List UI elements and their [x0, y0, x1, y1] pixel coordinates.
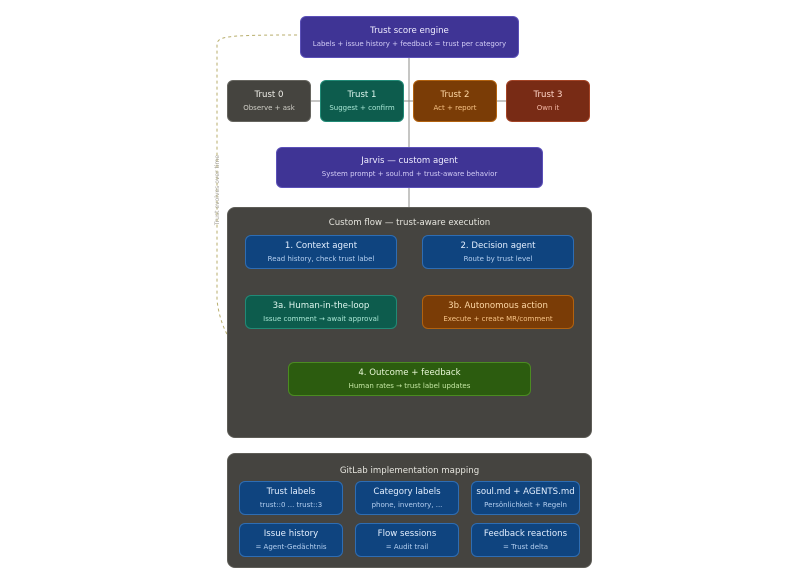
node-subtitle: Labels + issue history + feedback = trus… [312, 39, 507, 48]
mapping-flow-sessions: Flow sessions = Audit trail [355, 523, 459, 557]
context-agent-node: 1. Context agent Read history, check tru… [245, 235, 397, 269]
node-title: Trust 1 [347, 89, 377, 100]
node-title: Category labels [373, 486, 441, 497]
autonomous-action-node: 3b. Autonomous action Execute + create M… [422, 295, 574, 329]
human-in-the-loop-node: 3a. Human-in-the-loop Issue comment → aw… [245, 295, 397, 329]
node-subtitle: Execute + create MR/comment [443, 314, 553, 323]
node-subtitle: = Agent-Gedächtnis [255, 542, 327, 551]
node-subtitle: Observe + ask [243, 103, 295, 112]
node-title: Trust score engine [370, 25, 449, 36]
node-subtitle: Human rates → trust label updates [348, 381, 471, 390]
node-subtitle: Route by trust level [463, 254, 533, 263]
node-title: Issue history [263, 528, 319, 539]
node-subtitle: Own it [536, 103, 560, 112]
outcome-feedback-node: 4. Outcome + feedback Human rates → trus… [288, 362, 531, 396]
node-title: Trust labels [266, 486, 316, 497]
node-title: soul.md + AGENTS.md [476, 486, 575, 497]
trust-2-node: Trust 2 Act + report [413, 80, 497, 122]
node-subtitle: phone, inventory, ... [371, 500, 443, 509]
jarvis-agent-node: Jarvis — custom agent System prompt + so… [276, 147, 543, 188]
node-subtitle: Issue comment → await approval [263, 314, 379, 323]
mapping-issue-history: Issue history = Agent-Gedächtnis [239, 523, 343, 557]
trust-3-node: Trust 3 Own it [506, 80, 590, 122]
panel-title: GitLab implementation mapping [339, 466, 480, 476]
node-subtitle: Suggest + confirm [329, 103, 395, 112]
node-subtitle: = Audit trail [385, 542, 429, 551]
trust-score-engine-node: Trust score engine Labels + issue histor… [300, 16, 519, 58]
decision-agent-node: 2. Decision agent Route by trust level [422, 235, 574, 269]
trust-1-node: Trust 1 Suggest + confirm [320, 80, 404, 122]
node-subtitle: Persönlichkeit + Regeln [484, 500, 567, 509]
node-subtitle: Read history, check trust label [267, 254, 375, 263]
node-title: 2. Decision agent [460, 240, 536, 251]
feedback-loop-label: Trust evolves over time [214, 155, 221, 226]
node-subtitle: Act + report [433, 103, 477, 112]
node-title: Flow sessions [377, 528, 437, 539]
node-title: Trust 2 [440, 89, 470, 100]
mapping-trust-labels: Trust labels trust::0 ... trust::3 [239, 481, 343, 515]
node-title: 3b. Autonomous action [448, 300, 548, 311]
node-title: 1. Context agent [284, 240, 358, 251]
mapping-soul-agents: soul.md + AGENTS.md Persönlichkeit + Reg… [471, 481, 580, 515]
node-subtitle: System prompt + soul.md + trust-aware be… [321, 170, 498, 178]
node-title: Feedback reactions [483, 528, 568, 539]
node-title: Trust 0 [254, 89, 284, 100]
trust-0-node: Trust 0 Observe + ask [227, 80, 311, 122]
node-title: 3a. Human-in-the-loop [272, 300, 370, 311]
panel-title: Custom flow — trust-aware execution [328, 218, 491, 228]
node-subtitle: = Trust delta [503, 542, 548, 551]
node-title: 4. Outcome + feedback [358, 367, 461, 378]
node-title: Trust 3 [533, 89, 563, 100]
node-subtitle: trust::0 ... trust::3 [259, 500, 323, 509]
mapping-feedback-reactions: Feedback reactions = Trust delta [471, 523, 580, 557]
node-title: Jarvis — custom agent [361, 156, 458, 166]
mapping-category-labels: Category labels phone, inventory, ... [355, 481, 459, 515]
